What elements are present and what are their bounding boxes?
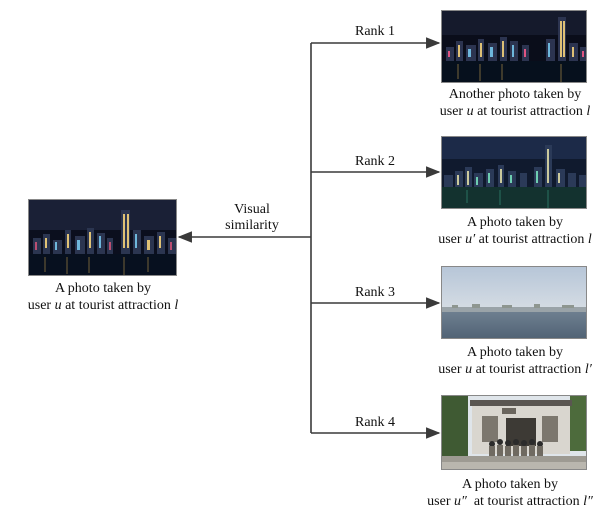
rank-1-caption-line1: Another photo taken by (448, 87, 582, 102)
sea-horizon-image (442, 267, 586, 338)
query-photo (28, 199, 177, 276)
rank-1-label: Rank 1 (355, 24, 396, 39)
rank-2-photo (441, 136, 587, 209)
rank-2-caption: A photo taken by user u′ at tourist attr… (420, 214, 610, 248)
rank-4-label: Rank 4 (355, 415, 396, 430)
rank-4-caption-place: l″ (583, 494, 593, 509)
rank-4-caption-mid: at tourist attraction (466, 494, 584, 509)
rank-3-caption: A photo taken by user u at tourist attra… (420, 344, 610, 378)
visual-similarity-line1: Visual (234, 202, 270, 217)
query-caption-place: l (174, 298, 179, 313)
rank-3-caption-mid: at tourist attraction (472, 362, 585, 377)
rank-1-caption-line2: user u at tourist attraction l (420, 103, 610, 120)
query-caption-mid: at tourist attraction (61, 298, 175, 313)
rank-3-label: Rank 3 (355, 285, 396, 300)
query-caption: A photo taken by user u at tourist attra… (18, 280, 188, 314)
visual-similarity-label: Visual similarity (212, 202, 292, 234)
rank-1-caption-mid: at tourist attraction (473, 104, 587, 119)
query-caption-user: u (54, 298, 62, 313)
rank-3-photo (441, 266, 587, 339)
night-skyline-image (29, 200, 176, 275)
rank-1-caption-user: u (466, 104, 474, 119)
query-caption-user-prefix: user (27, 298, 55, 313)
rank-2-caption-line2: user u′ at tourist attraction l (420, 231, 610, 248)
rank-1-caption: Another photo taken by user u at tourist… (420, 86, 610, 120)
rank-1-caption-user-prefix: user (439, 104, 467, 119)
rank-4-caption-user-prefix: user (427, 494, 454, 509)
rank-2-caption-mid: at tourist attraction (475, 232, 588, 247)
rank-4-caption-line2: user u″ at tourist attraction l″ (410, 493, 610, 510)
rank-4-caption-line1: A photo taken by (461, 477, 559, 492)
rank-2-caption-line1: A photo taken by (466, 215, 564, 230)
rank-1-photo (441, 10, 587, 83)
rank-2-caption-user-prefix: user (438, 232, 466, 247)
rank-1-caption-place: l (586, 104, 591, 119)
query-caption-line1: A photo taken by (54, 281, 152, 296)
rank-4-caption: A photo taken by user u″ at tourist attr… (410, 476, 610, 510)
night-skyline-wide-image (442, 137, 586, 208)
visual-similarity-line2: similarity (225, 218, 279, 233)
rank-2-caption-place: l (587, 232, 592, 247)
night-skyline-image (442, 11, 586, 82)
group-building-image (442, 396, 586, 469)
rank-2-label: Rank 2 (355, 154, 396, 169)
rank-3-caption-user-prefix: user (438, 362, 466, 377)
rank-4-photo (441, 395, 587, 470)
rank-3-caption-line1: A photo taken by (466, 345, 564, 360)
rank-2-caption-user: u′ (465, 232, 476, 247)
rank-3-caption-place: l′ (584, 362, 592, 377)
query-caption-line2: user u at tourist attraction l (18, 297, 188, 314)
rank-3-caption-user: u (465, 362, 473, 377)
rank-3-caption-line2: user u at tourist attraction l′ (420, 361, 610, 378)
rank-4-caption-user: u″ (454, 494, 467, 509)
